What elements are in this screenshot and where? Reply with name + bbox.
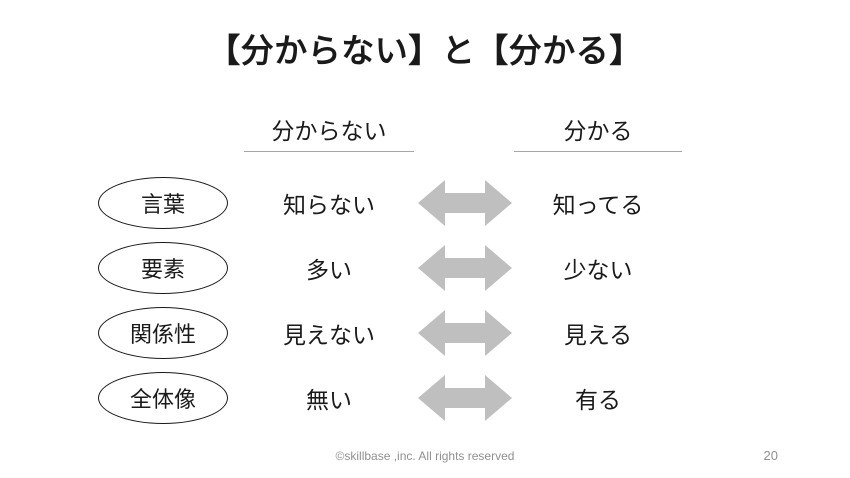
right-value-cell: 有る bbox=[514, 365, 682, 430]
row-label: 全体像 bbox=[129, 386, 196, 412]
column-header-wakaru: 分かる bbox=[514, 118, 682, 152]
table-row: 言葉 bbox=[98, 170, 228, 235]
left-value: 見えない bbox=[283, 321, 375, 348]
left-value-cell: 知らない bbox=[244, 170, 414, 235]
left-right-arrow-icon bbox=[418, 374, 512, 421]
row-label: 要素 bbox=[140, 256, 185, 282]
slide-title: 【分からない】と【分かる】 bbox=[207, 32, 643, 69]
arrow-cell bbox=[418, 235, 512, 300]
right-value: 少ない bbox=[563, 256, 633, 283]
arrow-cell bbox=[418, 300, 512, 365]
row-label-oval-kankeisei: 関係性 bbox=[98, 306, 228, 359]
left-value: 多い bbox=[306, 256, 352, 283]
left-value-cell: 無い bbox=[244, 365, 414, 430]
row-label-oval-zentaizou: 全体像 bbox=[98, 371, 228, 424]
right-value: 知ってる bbox=[552, 191, 644, 218]
row-label-oval-youso: 要素 bbox=[98, 241, 228, 294]
column-header-wakaranai: 分からない bbox=[244, 118, 414, 152]
left-value: 無い bbox=[306, 386, 352, 413]
left-value-cell: 見えない bbox=[244, 300, 414, 365]
comparison-table: 分からない 分かる 言葉 知らない 知ってる 要素 多い bbox=[98, 118, 682, 430]
page-number: 20 bbox=[763, 448, 778, 463]
right-value-cell: 見える bbox=[514, 300, 682, 365]
table-row: 全体像 bbox=[98, 365, 228, 430]
right-value: 有る bbox=[575, 386, 621, 413]
left-value-cell: 多い bbox=[244, 235, 414, 300]
row-label: 関係性 bbox=[129, 321, 196, 347]
row-label: 言葉 bbox=[140, 191, 185, 217]
row-label-oval-kotoba: 言葉 bbox=[98, 176, 228, 229]
copyright-text: ©skillbase ,inc. All rights reserved bbox=[335, 449, 515, 463]
arrow-cell bbox=[418, 170, 512, 235]
left-value: 知らない bbox=[283, 191, 375, 218]
table-row: 要素 bbox=[98, 235, 228, 300]
left-right-arrow-icon bbox=[418, 179, 512, 226]
left-right-arrow-icon bbox=[418, 244, 512, 291]
left-right-arrow-icon bbox=[418, 309, 512, 356]
arrow-cell bbox=[418, 365, 512, 430]
right-value: 見える bbox=[563, 321, 633, 348]
right-value-cell: 知ってる bbox=[514, 170, 682, 235]
table-row: 関係性 bbox=[98, 300, 228, 365]
right-value-cell: 少ない bbox=[514, 235, 682, 300]
